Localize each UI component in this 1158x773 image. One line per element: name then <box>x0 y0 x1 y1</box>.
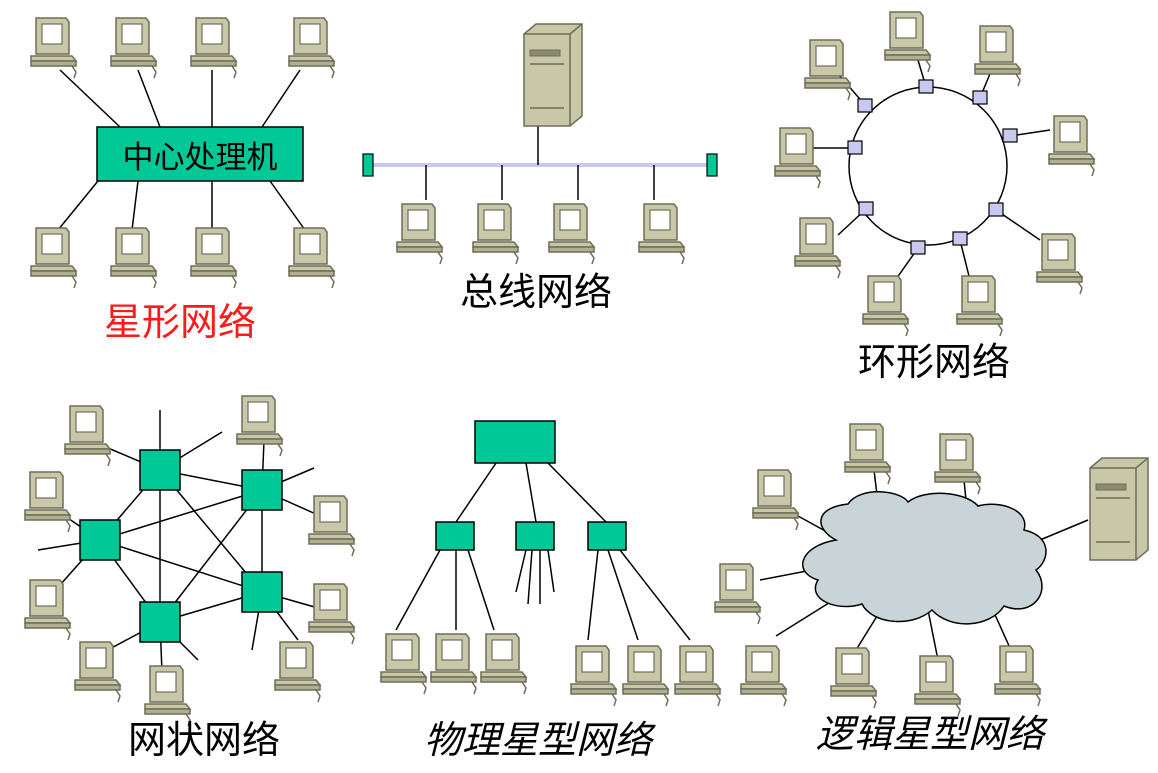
logical-star-server <box>1089 457 1149 561</box>
central-processor <box>96 126 304 182</box>
star-network-caption: 星形网络 <box>104 300 257 344</box>
bus-network <box>362 23 718 265</box>
bus-server <box>523 23 583 127</box>
physical-star-hub <box>474 420 556 464</box>
ring-network <box>774 11 1095 337</box>
star-network <box>57 69 306 231</box>
physical-star-caption: 物理星型网络 <box>424 718 653 762</box>
ring-network-caption: 环形网络 <box>858 340 1011 384</box>
logical-star-caption: 逻辑星型网络 <box>816 712 1045 756</box>
logical-star-network <box>714 423 1149 717</box>
bus-network-caption: 总线网络 <box>460 270 613 314</box>
physical-star-network <box>380 420 721 707</box>
mesh-network-caption: 网状网络 <box>128 718 281 762</box>
network-cloud <box>801 491 1047 625</box>
mesh-network <box>24 395 355 727</box>
central-processor-label: 中心处理机 <box>122 139 278 176</box>
